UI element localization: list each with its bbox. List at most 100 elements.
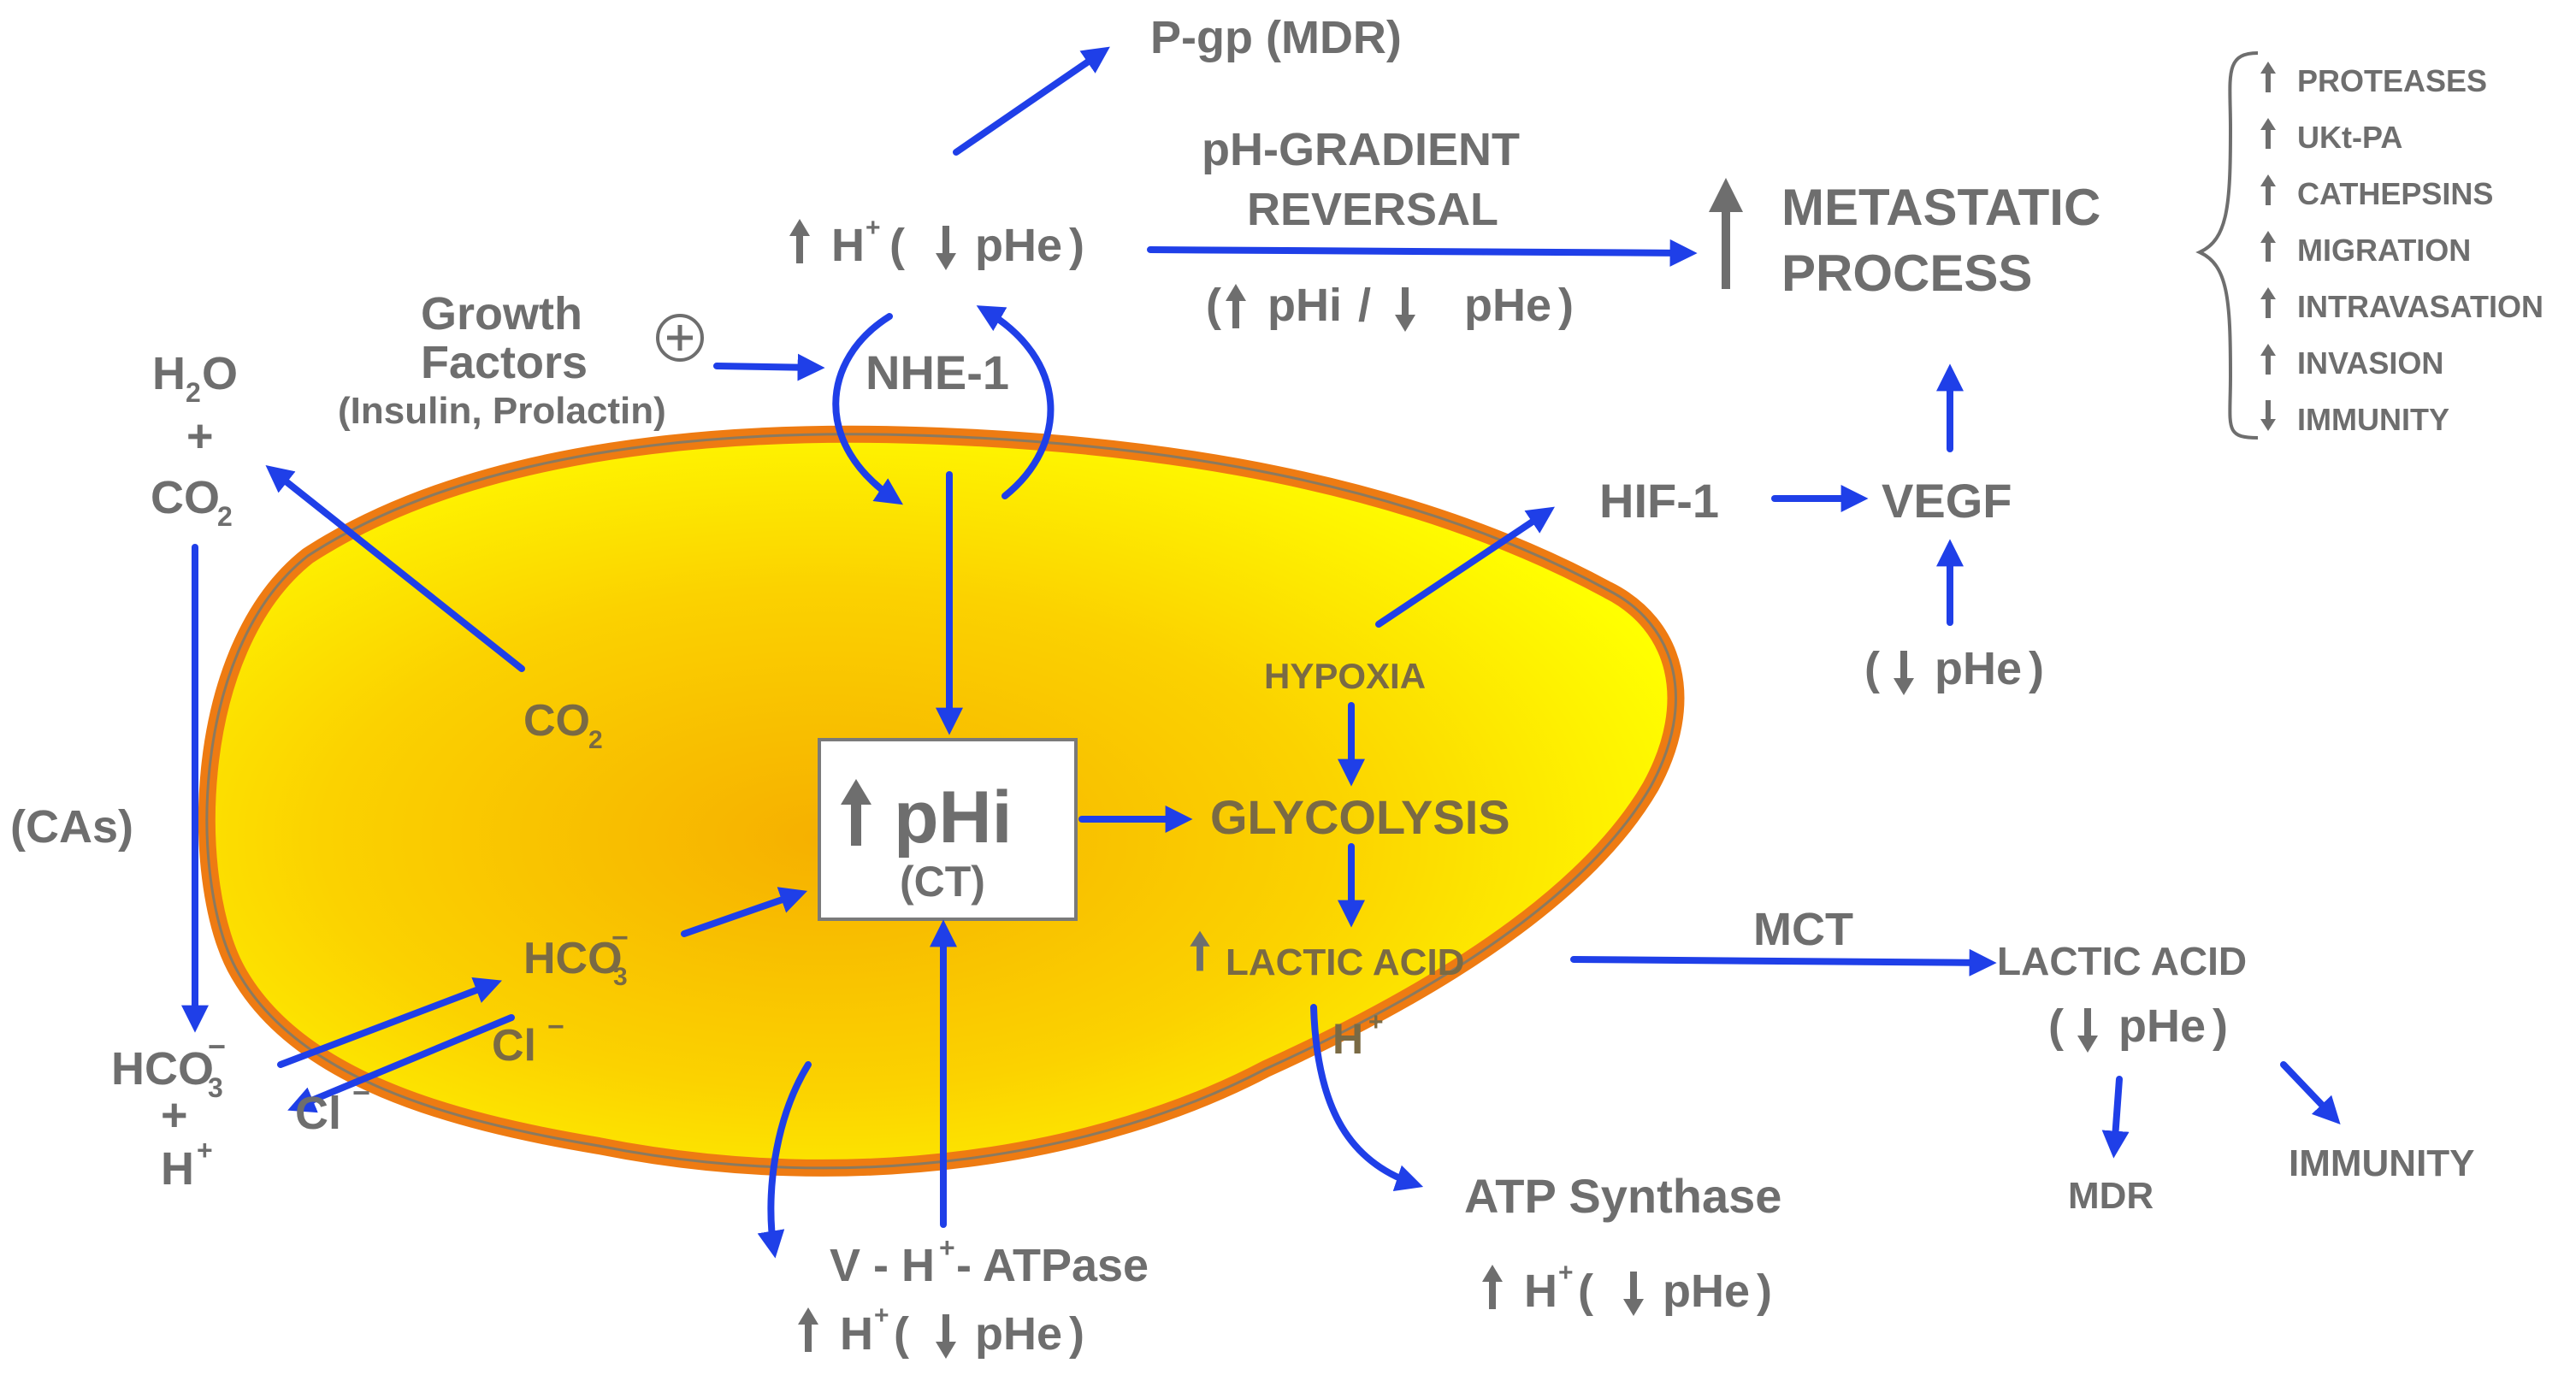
h2o-co2: H 2 O + CO 2 xyxy=(151,348,238,532)
svg-text:pHi: pHi xyxy=(894,776,1013,859)
svg-text:HCO: HCO xyxy=(523,934,623,983)
list-item: INTRAVASATION xyxy=(2297,289,2544,324)
svg-text:pHe: pHe xyxy=(1663,1266,1750,1317)
svg-text:+: + xyxy=(161,1089,188,1141)
svg-text:/: / xyxy=(1358,280,1371,331)
up-arrow-icon xyxy=(2260,231,2276,262)
svg-text:−: − xyxy=(352,1075,370,1110)
nhe1-curve-left xyxy=(832,313,903,505)
nhe1-curve-right xyxy=(976,305,1055,499)
svg-text:pHe: pHe xyxy=(1935,643,2022,694)
svg-text:+: + xyxy=(1368,1008,1384,1036)
arrow-to-immunity xyxy=(2280,1061,2341,1124)
list-item: IMMUNITY xyxy=(2297,402,2449,437)
h-phe-top: H + ( pHe ) xyxy=(789,214,1084,271)
svg-text:PROCESS: PROCESS xyxy=(1781,245,2032,302)
list-item: CATHEPSINS xyxy=(2297,176,2493,211)
svg-text:CO: CO xyxy=(523,696,590,746)
svg-text:HCO: HCO xyxy=(111,1043,214,1095)
up-arrow-icon xyxy=(1226,284,1246,328)
lactic-acid-inside: LACTIC ACID xyxy=(1190,930,1464,983)
center-phi-box: pHi (CT) xyxy=(818,738,1078,921)
hif1-label: HIF-1 xyxy=(1599,474,1719,528)
svg-text:): ) xyxy=(1069,1308,1084,1360)
lactic-acid-outside: LACTIC ACID xyxy=(1997,939,2247,983)
hypoxia-label: HYPOXIA xyxy=(1264,656,1426,696)
mct-label: MCT xyxy=(1753,904,1853,955)
down-arrow-icon xyxy=(1395,287,1415,332)
svg-text:+: + xyxy=(1558,1259,1574,1287)
svg-text:(: ( xyxy=(1864,643,1880,694)
svg-text:METASTATIC: METASTATIC xyxy=(1781,179,2100,236)
h-phe-bottom: H + ( pHe ) xyxy=(798,1301,1084,1360)
arrow-h-to-atp-synthase xyxy=(1310,1004,1424,1192)
list-item: PROTEASES xyxy=(2297,63,2487,98)
arrow-growth-to-nhe1 xyxy=(713,353,825,381)
svg-text:2: 2 xyxy=(186,377,201,408)
svg-text:Cl: Cl xyxy=(492,1021,536,1071)
svg-text:(: ( xyxy=(889,220,905,271)
svg-text:pHe: pHe xyxy=(975,220,1062,271)
svg-text:−: − xyxy=(612,922,629,954)
arrow-hco3-to-phi xyxy=(681,887,808,937)
growth-label-1: Growth xyxy=(421,288,582,339)
down-arrow-icon xyxy=(936,1314,956,1359)
svg-text:CO: CO xyxy=(151,472,220,523)
nhe1-label: NHE-1 xyxy=(866,345,1009,399)
metastatic-process: METASTATIC PROCESS xyxy=(1709,178,2100,302)
svg-text:pHi: pHi xyxy=(1267,280,1342,331)
svg-text:H: H xyxy=(1524,1266,1557,1317)
hco3-h-outside: HCO 3 − + H + xyxy=(111,1029,226,1195)
arrow-hypoxia-to-hif1 xyxy=(1375,506,1555,628)
curly-brace xyxy=(2195,51,2259,440)
co2-inside: CO 2 xyxy=(523,696,603,754)
circled-plus-icon xyxy=(656,314,704,362)
h-phe-atp: H + ( pHe ) xyxy=(1482,1259,1772,1317)
glycolysis-label: GLYCOLYSIS xyxy=(1210,790,1510,844)
arrow-mct xyxy=(1570,948,1997,977)
arrow-hco3-in xyxy=(277,977,502,1068)
svg-text:3: 3 xyxy=(613,963,628,991)
svg-text:Cl: Cl xyxy=(295,1088,341,1139)
growth-label-2: Factors xyxy=(421,337,588,388)
arrow-to-metastatic xyxy=(1147,239,1698,267)
svg-text:- ATPase: - ATPase xyxy=(956,1240,1149,1291)
svg-text:+: + xyxy=(186,410,214,462)
svg-text:): ) xyxy=(2213,1000,2228,1052)
svg-text:): ) xyxy=(1757,1266,1772,1317)
svg-text:(: ( xyxy=(2048,1000,2064,1052)
mdr-label: MDR xyxy=(2068,1175,2154,1217)
svg-text:3: 3 xyxy=(208,1072,223,1103)
hco3-inside: HCO 3 − xyxy=(523,922,629,991)
cl-inside: Cl − xyxy=(492,1011,564,1071)
svg-text:−: − xyxy=(208,1029,226,1064)
svg-text:): ) xyxy=(1069,220,1084,271)
down-arrow-icon xyxy=(2260,400,2276,431)
svg-text:V - H: V - H xyxy=(830,1240,935,1291)
pgp-label: P-gp (MDR) xyxy=(1150,12,1402,63)
down-arrow-icon xyxy=(1894,651,1914,695)
cas-label: (CAs) xyxy=(10,801,133,853)
arrow-co2-out xyxy=(265,465,525,672)
up-arrow-icon xyxy=(2260,287,2276,318)
svg-text:): ) xyxy=(2029,643,2044,694)
svg-text:pHe: pHe xyxy=(2118,1000,2206,1052)
phe-low-vegf: ( pHe ) xyxy=(1864,643,2044,695)
atp-synthase-label: ATP Synthase xyxy=(1464,1169,1781,1223)
svg-text:LACTIC ACID: LACTIC ACID xyxy=(1226,941,1464,983)
metastasis-effects-list: PROTEASES UKt-PA CATHEPSINS MIGRATION IN… xyxy=(2260,62,2544,437)
up-arrow-icon xyxy=(2260,174,2276,205)
svg-text:+: + xyxy=(874,1301,889,1330)
arrow-cl-out xyxy=(287,1014,515,1113)
ph-gradient-line2: REVERSAL xyxy=(1247,184,1498,235)
cl-outside: Cl − xyxy=(295,1075,370,1139)
phe-low-lactic: ( pHe ) xyxy=(2048,1000,2228,1053)
svg-text:−: − xyxy=(547,1011,564,1043)
svg-text:+: + xyxy=(197,1135,213,1166)
svg-text:(CT): (CT) xyxy=(900,858,985,906)
svg-text:pHe: pHe xyxy=(1464,280,1551,331)
list-item: MIGRATION xyxy=(2297,233,2471,268)
up-arrow-icon xyxy=(2260,62,2276,92)
h-plus-inside: H + xyxy=(1332,1008,1384,1063)
list-item: INVASION xyxy=(2297,345,2443,381)
